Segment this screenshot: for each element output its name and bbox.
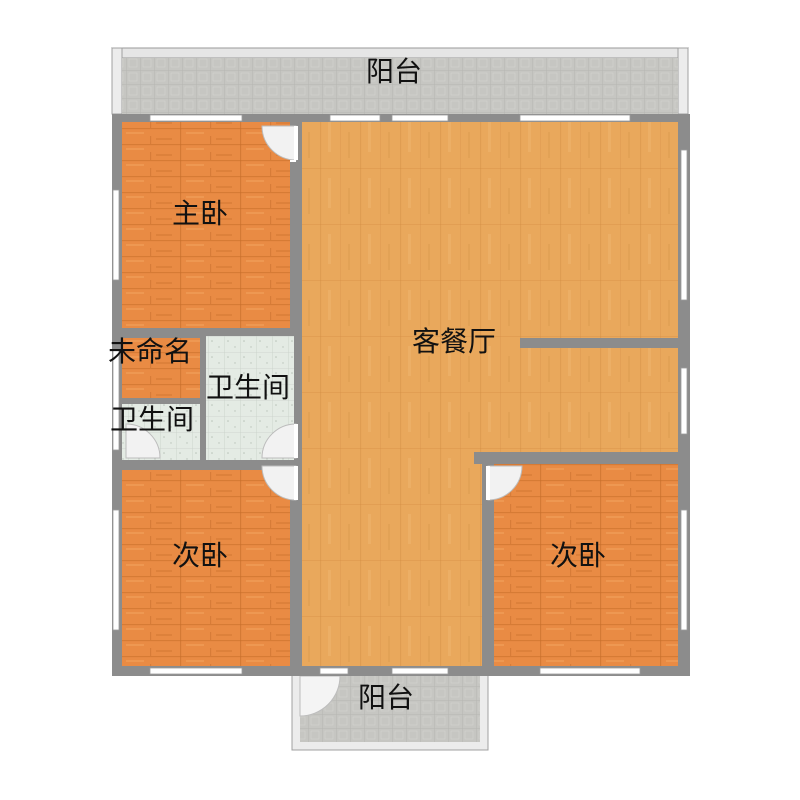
- bedroom-left-label: 次卧: [172, 539, 229, 572]
- master-bedroom-floor: [122, 122, 290, 328]
- living-dining-room: [302, 122, 678, 666]
- door-swings: [125, 125, 523, 501]
- unnamed-room-floor: [122, 338, 200, 398]
- bedroom-right-floor: [494, 464, 678, 666]
- balcony-bottom: [291, 667, 489, 751]
- balcony-top: [110, 47, 690, 115]
- interior-walls: [122, 122, 678, 666]
- balcony-bottom-label: 阳台: [358, 681, 415, 714]
- balcony-top-label: 阳台: [366, 55, 423, 88]
- windows: [112, 114, 688, 675]
- bathroom-small-label: 卫生间: [110, 403, 195, 436]
- bedroom-left-floor: [122, 470, 290, 666]
- living-dining-label: 客餐厅: [412, 325, 497, 358]
- bathroom-main-label: 卫生间: [206, 371, 291, 404]
- door-swing: [299, 675, 341, 717]
- master-bedroom-label: 主卧: [172, 197, 229, 230]
- bedroom-right-label: 次卧: [550, 539, 607, 572]
- door-leaves: [294, 126, 490, 500]
- unnamed-room-label: 未命名: [108, 335, 193, 368]
